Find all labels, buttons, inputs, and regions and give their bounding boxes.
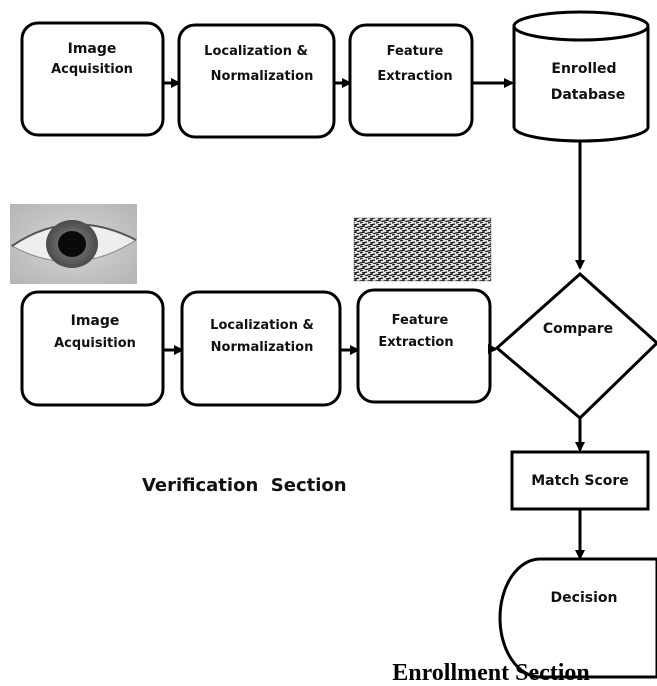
- verify-feature-line2: Extraction: [378, 335, 453, 350]
- verify-localization-box: Localization & Normalization: [180, 290, 342, 407]
- svg-text:Decision: Decision: [551, 590, 618, 606]
- verify-image-acquisition-box: Image Acquisition: [20, 290, 165, 407]
- enrollment-section-caption: Enrollment Section: [392, 660, 590, 686]
- svg-text:Acquisition: Acquisition: [51, 62, 133, 77]
- compare-diamond: Compare: [494, 271, 657, 421]
- svg-text:Extraction: Extraction: [378, 335, 453, 350]
- svg-text:Feature: Feature: [387, 44, 444, 59]
- decision-label: Decision: [551, 590, 618, 606]
- svg-text:Enrolled: Enrolled: [551, 61, 616, 77]
- svg-text:Normalization: Normalization: [211, 69, 314, 84]
- svg-text:Acquisition: Acquisition: [54, 336, 136, 351]
- svg-text:Feature: Feature: [392, 313, 449, 328]
- enroll-image-acq-line2: Acquisition: [51, 62, 133, 77]
- svg-text:Image: Image: [71, 313, 120, 329]
- database-line2: Database: [551, 87, 626, 103]
- svg-text:Extraction: Extraction: [377, 69, 452, 84]
- eye-image: [10, 204, 137, 284]
- enroll-localization-line1: Localization &: [204, 44, 308, 59]
- enrolled-database-cylinder: Enrolled Database: [512, 10, 650, 143]
- svg-text:Normalization: Normalization: [211, 340, 314, 355]
- enroll-feature-extraction-box: Feature Extraction: [348, 23, 474, 137]
- svg-text:Database: Database: [551, 87, 626, 103]
- compare-label: Compare: [543, 321, 613, 337]
- svg-text:Compare: Compare: [543, 321, 613, 337]
- svg-text:Match Score: Match Score: [531, 473, 629, 489]
- verification-section-caption: Verification Section: [142, 475, 347, 496]
- verify-feature-line1: Feature: [392, 313, 449, 328]
- database-line1: Enrolled: [551, 61, 616, 77]
- decision-terminator: Decision: [498, 557, 657, 679]
- iris-code-image: [353, 217, 492, 282]
- enroll-image-acquisition-box: Image Acquisition: [20, 21, 165, 137]
- verify-localization-line2: Normalization: [211, 340, 314, 355]
- svg-text:Localization &: Localization &: [204, 44, 308, 59]
- verify-feature-extraction-box: Feature Extraction: [356, 288, 492, 404]
- svg-text:Verification Section: Verification Section: [111, 475, 366, 496]
- verify-image-acq-line1: Image: [71, 313, 120, 329]
- enroll-localization-box: Localization & Normalization: [177, 23, 336, 139]
- match-score-box: Match Score: [510, 450, 650, 511]
- svg-text:Localization &: Localization &: [210, 318, 314, 333]
- svg-text:Enrollment Section: Enrollment Section: [392, 660, 590, 686]
- svg-text:Image: Image: [68, 41, 117, 57]
- enroll-localization-line2: Normalization: [211, 69, 314, 84]
- enroll-feature-line2: Extraction: [377, 69, 452, 84]
- match-score-label: Match Score: [531, 473, 629, 489]
- verify-localization-line1: Localization &: [210, 318, 314, 333]
- enroll-feature-line1: Feature: [387, 44, 444, 59]
- verify-image-acq-line2: Acquisition: [54, 336, 136, 351]
- enroll-image-acq-line1: Image: [68, 41, 117, 57]
